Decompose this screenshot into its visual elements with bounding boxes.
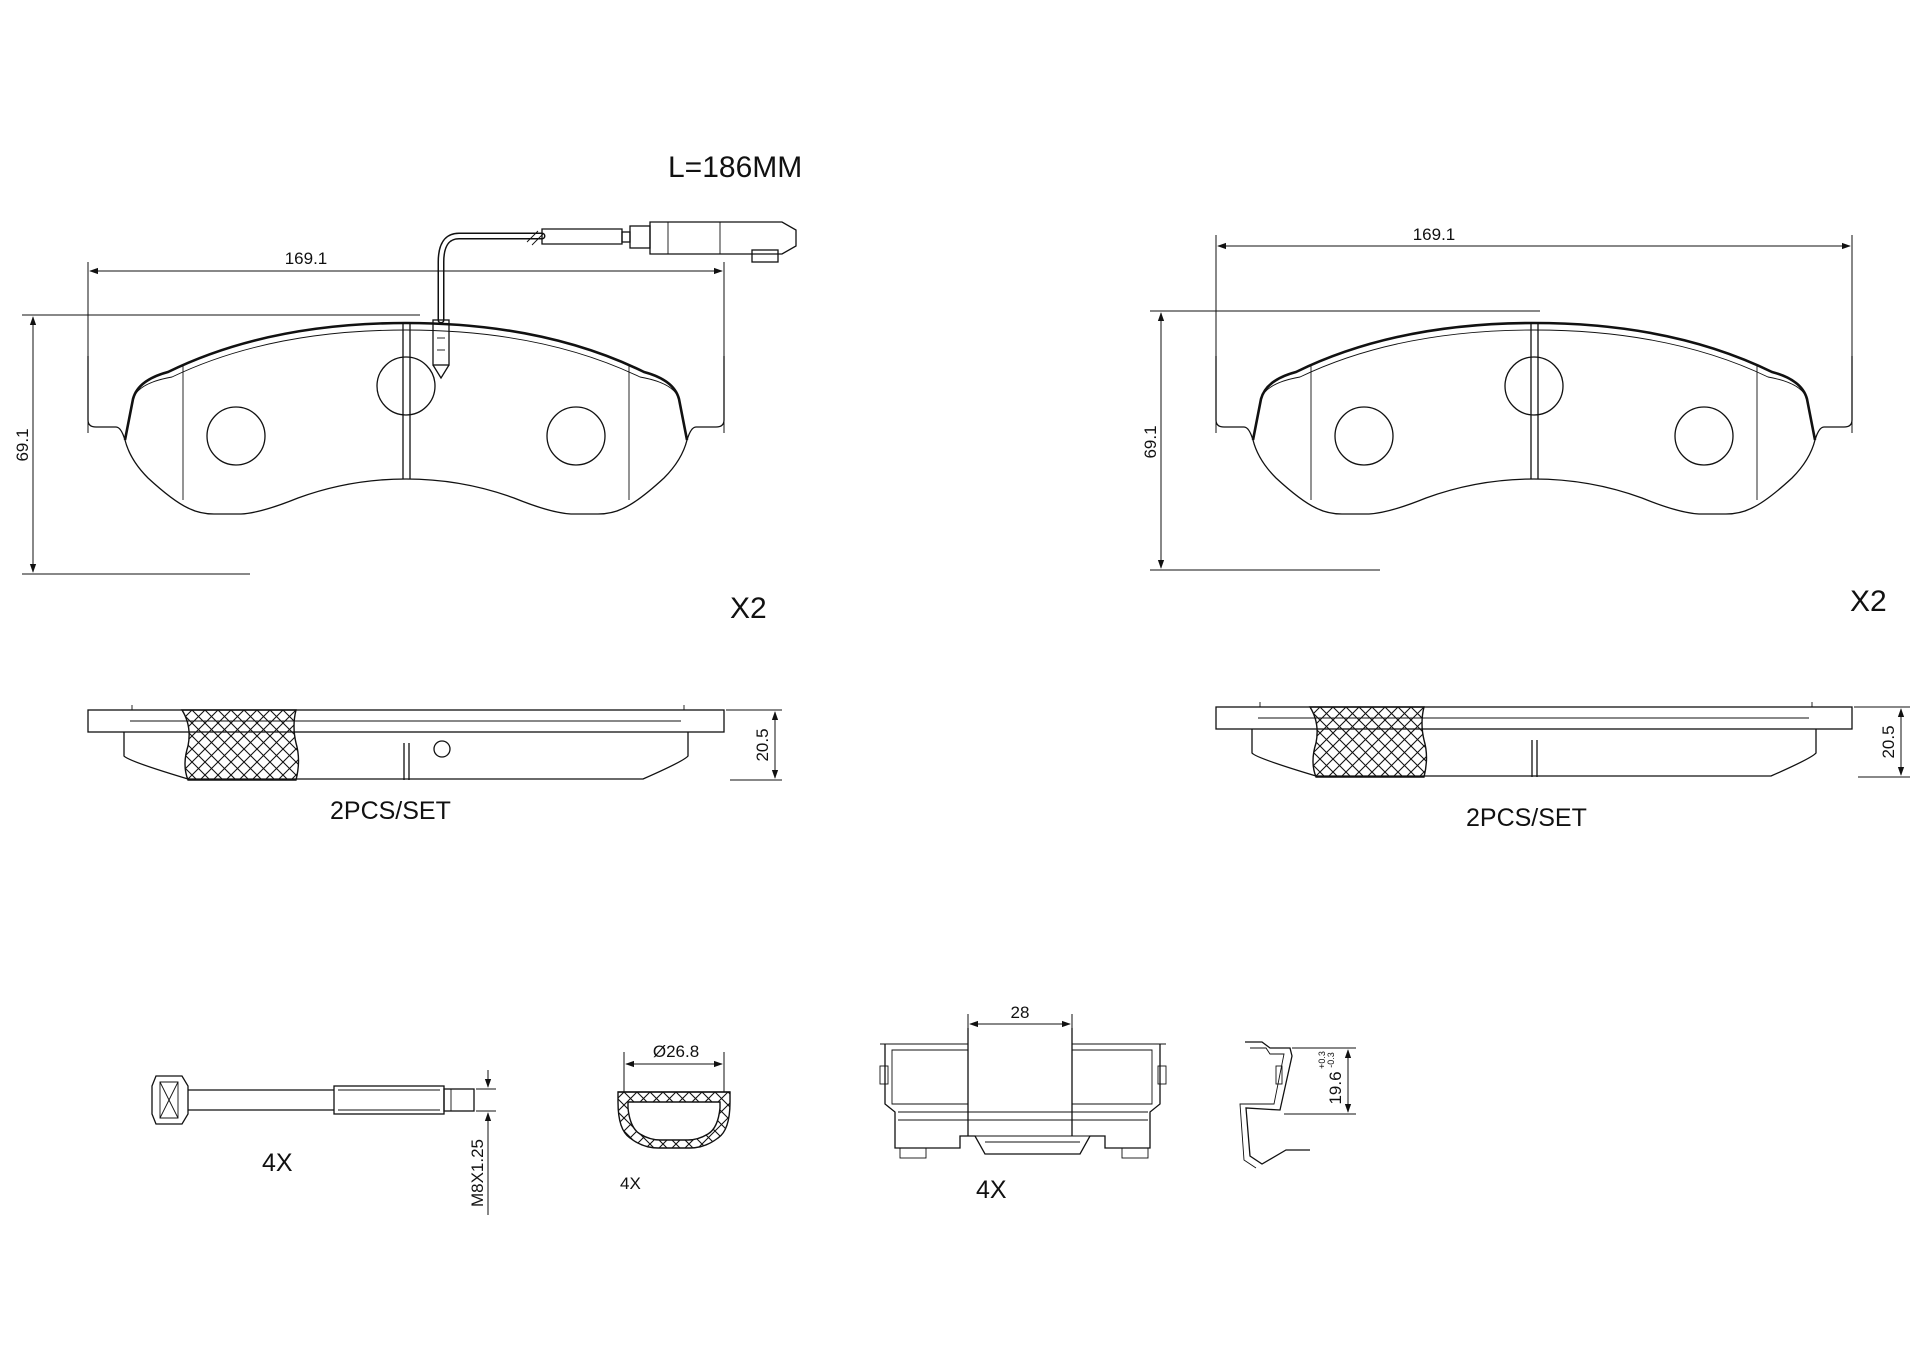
wire-length-label: L=186MM	[668, 151, 802, 184]
right-set-label: 2PCS/SET	[1466, 804, 1587, 832]
left-pad-width-dimension: 169.1	[87, 249, 725, 433]
left-thickness-dimension: 20.5	[726, 709, 782, 781]
right-pad-width-label: 169.1	[1413, 225, 1456, 244]
left-pad-front-view: 169.1 69.1 L=186MM X2	[13, 151, 802, 625]
clip-width-dimension: 28	[967, 1003, 1073, 1028]
right-pad-side-view: 20.5 2PCS/SET	[1215, 701, 1910, 832]
right-pad-height-label: 69.1	[1141, 425, 1160, 458]
bolt-thread-label: M8X1.25	[468, 1139, 487, 1207]
left-thickness-label: 20.5	[753, 728, 772, 761]
spring-height-dimension: 19.6 +0.3 -0.3	[1284, 1047, 1356, 1115]
right-thickness-label: 20.5	[1879, 725, 1898, 758]
bolt-thread-dimension: M8X1.25	[468, 1070, 496, 1215]
spring-height-label: 19.6	[1326, 1071, 1345, 1104]
left-pad-height-label: 69.1	[13, 428, 32, 461]
spring-tolerance-minus: -0.3	[1326, 1052, 1336, 1068]
cap-diameter-label: Ø26.8	[653, 1042, 699, 1061]
wear-sensor-wire	[432, 221, 797, 380]
clip-width-label: 28	[1011, 1003, 1030, 1022]
retaining-spring: 19.6 +0.3 -0.3	[1239, 1041, 1356, 1169]
cap-diameter-dimension: Ø26.8	[623, 1042, 725, 1092]
cap-quantity: 4X	[620, 1174, 641, 1193]
spring-tolerance-plus: +0.3	[1317, 1051, 1327, 1069]
left-pad-width-label: 169.1	[285, 249, 328, 268]
bolt-quantity: 4X	[262, 1149, 293, 1177]
left-set-label: 2PCS/SET	[330, 797, 451, 825]
right-thickness-dimension: 20.5	[1854, 706, 1910, 778]
right-pad-width-dimension: 169.1	[1215, 225, 1853, 433]
left-pad-height-dimension: 69.1	[13, 314, 420, 575]
right-pad-front-view: 169.1 69.1 X2	[1141, 225, 1887, 618]
dust-cap: Ø26.8 4X	[617, 1042, 731, 1193]
guide-bolt: M8X1.25 4X	[151, 1070, 496, 1215]
left-pad-quantity: X2	[730, 592, 767, 625]
abutment-clip: 28 4X	[879, 1003, 1167, 1204]
right-pad-quantity: X2	[1850, 585, 1887, 618]
left-pad-side-view: 20.5 2PCS/SET	[87, 704, 782, 825]
right-pad-height-dimension: 69.1	[1141, 310, 1540, 571]
clip-quantity: 4X	[976, 1176, 1007, 1204]
